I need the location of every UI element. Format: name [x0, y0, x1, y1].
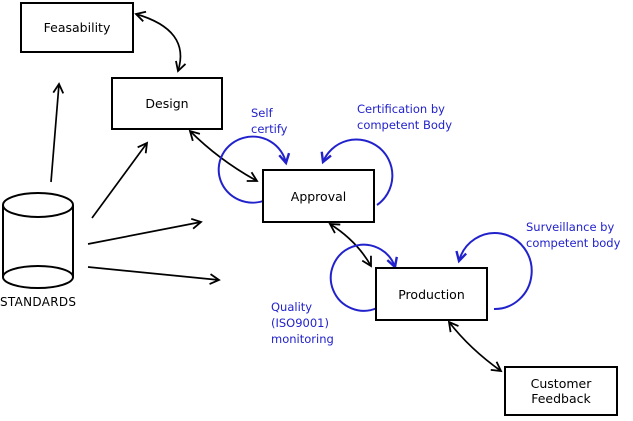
- node-label: Customer: [530, 376, 592, 391]
- loop-self-certify: [217, 135, 291, 204]
- node-design: Design: [111, 77, 223, 130]
- annotation-line: competent Body: [357, 118, 453, 132]
- annotation-certification-by-competent-body: Certification by competent Body: [357, 101, 452, 133]
- annotation-line: certify: [251, 122, 288, 136]
- arrow-production-customer-feedback: [447, 320, 503, 373]
- node-approval: Approval: [262, 169, 375, 223]
- annotation-line: Certification by: [357, 102, 445, 116]
- annotation-line: competent body: [526, 236, 621, 250]
- node-label: Feasability: [43, 20, 111, 35]
- loop-quality-monitoring: [329, 243, 398, 312]
- node-feasability: Feasability: [20, 2, 134, 53]
- arrow-standards-design: [91, 141, 149, 219]
- annotation-quality-iso9001-monitoring: Quality (ISO9001) monitoring: [271, 299, 334, 347]
- annotation-line: Quality: [271, 300, 313, 314]
- annotation-line: Self: [251, 106, 273, 120]
- arrow-design-approval: [188, 129, 259, 182]
- arrow-approval-production: [328, 223, 372, 268]
- node-label: Feedback: [531, 391, 591, 406]
- arrow-standards-approval: [87, 217, 203, 245]
- loop-surveillance: [455, 232, 533, 311]
- node-label: Design: [145, 96, 189, 111]
- arrow-standards-feasability: [50, 82, 65, 183]
- node-label: Approval: [290, 188, 347, 204]
- loop-certification: [320, 138, 394, 206]
- standards-cylinder: [2, 192, 74, 289]
- arrow-feasability-design: [134, 10, 187, 73]
- node-label: Production: [398, 286, 465, 302]
- standards-label: STANDARDS: [0, 295, 77, 309]
- annotation-line: Surveillance by: [526, 220, 615, 234]
- node-production: Production: [375, 267, 488, 321]
- arrow-standards-production: [87, 266, 221, 285]
- annotation-line: monitoring: [271, 332, 334, 346]
- annotation-self-certify: Self certify: [251, 105, 287, 137]
- node-customer-feedback: Customer Feedback: [504, 366, 618, 416]
- annotation-line: (ISO9001): [271, 316, 329, 330]
- annotation-surveillance-by-competent-body: Surveillance by competent body: [526, 219, 620, 251]
